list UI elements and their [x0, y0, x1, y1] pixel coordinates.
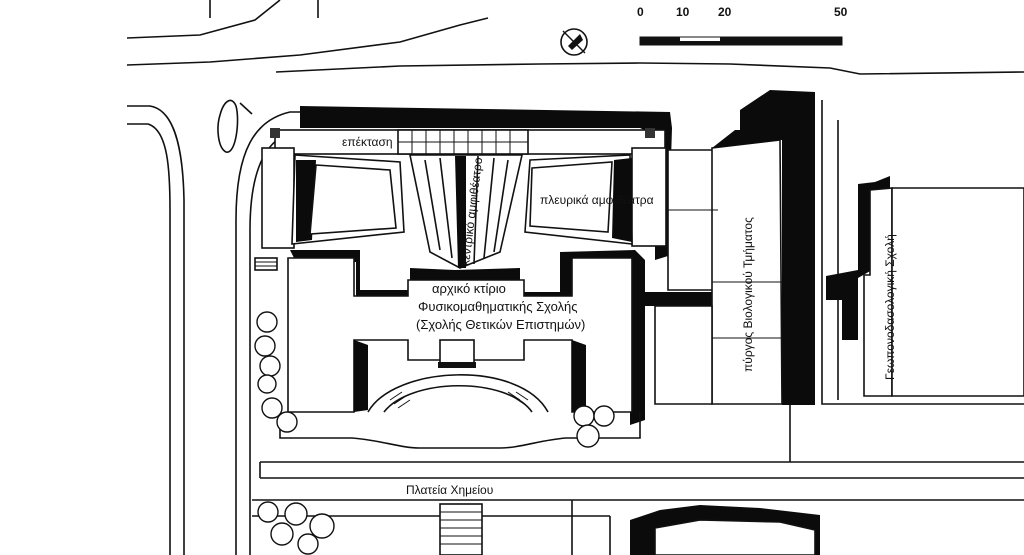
extension-grid	[398, 130, 528, 154]
bottom-steps	[439, 503, 483, 555]
tree	[276, 411, 298, 433]
tree	[256, 311, 278, 333]
side-amphitheatres	[291, 154, 633, 245]
north-arrow-icon	[560, 28, 588, 56]
tree	[257, 374, 277, 394]
label-chemistry-square: Πλατεία Χημείου	[406, 483, 493, 497]
tree	[257, 501, 279, 523]
extension-building	[261, 106, 672, 260]
scale-bar: 0 10 20 50	[637, 5, 848, 46]
tree	[261, 397, 283, 419]
tree	[284, 502, 308, 526]
scale-tick-0: 0	[637, 5, 644, 19]
tree	[254, 335, 276, 357]
tree	[576, 424, 600, 448]
label-side-amphitheatres: πλευρικά αμφιθέατρα	[540, 193, 654, 207]
scale-bar-segment	[720, 37, 842, 45]
tree	[573, 405, 595, 427]
label-main-building-line2: Φυσικομαθηματικής Σχολής	[418, 299, 578, 314]
road-lines	[126, 0, 1024, 555]
scale-tick-50: 50	[834, 5, 848, 19]
biology-tower	[645, 90, 815, 405]
scale-tick-20: 20	[718, 5, 732, 19]
scale-bar-outline	[639, 36, 843, 46]
tree	[259, 355, 281, 377]
forecourt	[279, 374, 641, 449]
label-extension: επέκταση	[342, 135, 393, 149]
agriculture-building	[826, 176, 1024, 397]
tree	[309, 513, 335, 539]
label-agriculture-school: Γεωπονοδασολογική Σχολή	[883, 234, 897, 380]
label-main-building-line3: (Σχολής Θετικών Επιστημών)	[416, 317, 585, 332]
tree	[593, 405, 615, 427]
side-stairs	[254, 257, 278, 271]
scale-bar-segment	[680, 41, 720, 45]
tree	[297, 533, 319, 555]
tree	[270, 522, 294, 546]
main-building	[287, 250, 645, 425]
central-amphitheatre	[409, 154, 524, 269]
bottom-features	[439, 500, 820, 555]
label-biology-tower: πύργος Βιολογικού Τμήματος	[741, 217, 755, 372]
scale-tick-10: 10	[676, 5, 690, 19]
trees	[254, 311, 615, 555]
scale-bar-segment	[640, 37, 680, 45]
label-main-building-line1: αρχικό κτίριο	[432, 281, 506, 296]
